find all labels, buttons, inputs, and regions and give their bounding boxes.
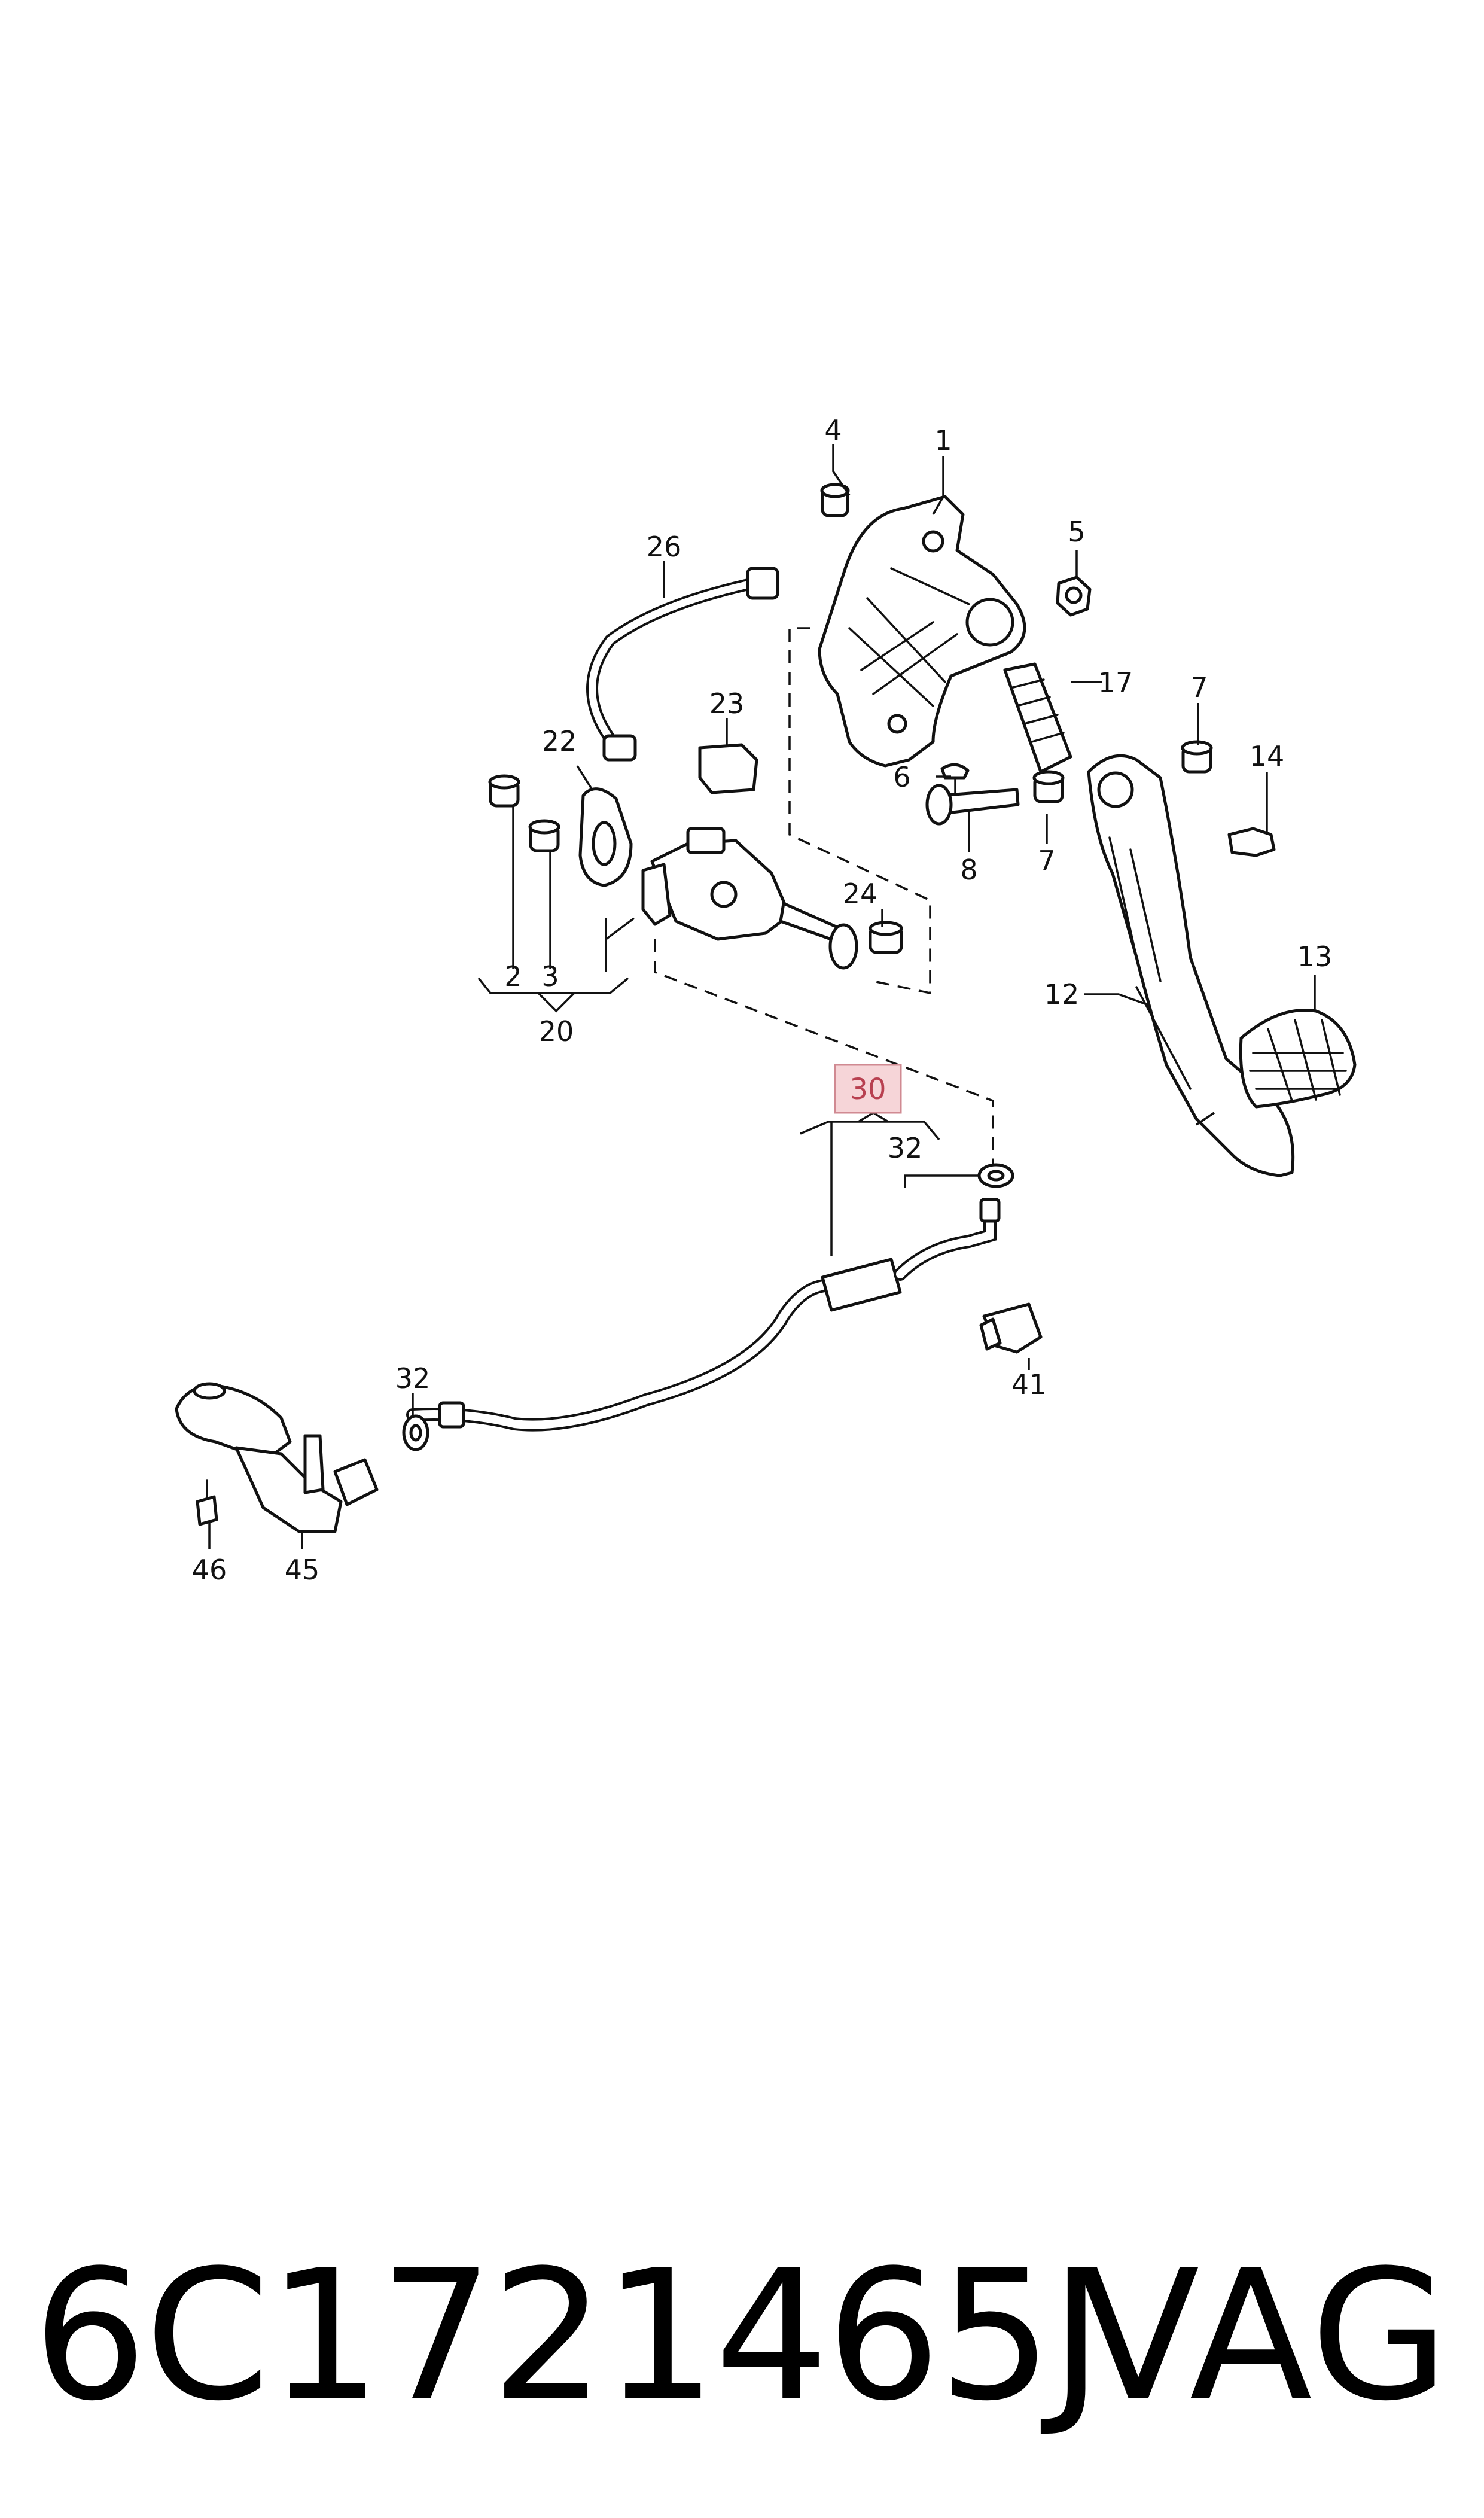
callout-3: 3 [541,960,559,992]
master-cylinder [641,827,858,970]
bushing-4 [820,483,850,517]
dashed-assembly-lines [654,627,994,1164]
callout-labels: 1 4 5 17 7 14 6 8 7 13 12 26 23 22 24 2 … [192,414,1333,1586]
clip-23 [698,743,758,794]
clutch-pedal [1087,754,1295,1177]
callout-2: 2 [504,960,522,992]
callout-45: 45 [285,1554,320,1586]
callout-26: 26 [647,531,682,563]
callout-8: 8 [960,854,977,886]
bushing-7-left [1032,770,1065,803]
seal-ring-32-top [977,1163,1014,1188]
pedal-bracket [818,495,1026,768]
callout-4: 4 [824,414,842,446]
pedal-pad [1239,1008,1357,1109]
callout-1: 1 [934,424,952,456]
callout-7-left: 7 [1038,845,1055,877]
callout-12: 12 [1044,978,1080,1010]
clip-6 [940,763,970,797]
callout-7-right: 7 [1190,671,1208,704]
clip-41 [979,1302,1043,1354]
bushing-3 [528,819,560,852]
shaft-8 [925,784,1020,826]
slave-cylinder [175,1382,379,1533]
seal-ring-32-bottom [402,1414,429,1451]
boot-17 [1003,662,1072,774]
callout-17: 17 [1098,666,1133,699]
callout-30: 30 [849,1073,886,1106]
callout-46: 46 [192,1554,227,1586]
callout-14: 14 [1250,740,1285,772]
footer-caption: 6C1721465J VAG [33,2237,1451,2435]
callout-6: 6 [893,761,910,793]
gasket-22 [578,787,633,887]
bolt-46 [196,1479,218,1526]
part-number: 6C1721465J [33,2231,1103,2440]
bushing-2 [488,774,520,808]
callout-22: 22 [542,725,577,757]
callout-13: 13 [1297,940,1333,973]
clutch-line [406,1198,1001,1432]
callout-32-top: 32 [888,1132,923,1164]
callout-32-bottom: 32 [395,1362,431,1395]
callout-23: 23 [709,687,745,720]
callout-20: 20 [539,1015,574,1048]
nut-5 [1056,576,1092,617]
stop-14 [1227,827,1276,857]
bushing-7-right [1181,740,1213,774]
hose-26 [586,567,779,762]
bushing-24 [869,921,903,954]
brand-name: VAG [1077,2231,1451,2440]
callout-24: 24 [843,878,878,910]
callout-5: 5 [1068,516,1085,548]
highlight-box-30 [834,1064,902,1114]
callout-41: 41 [1011,1368,1047,1400]
